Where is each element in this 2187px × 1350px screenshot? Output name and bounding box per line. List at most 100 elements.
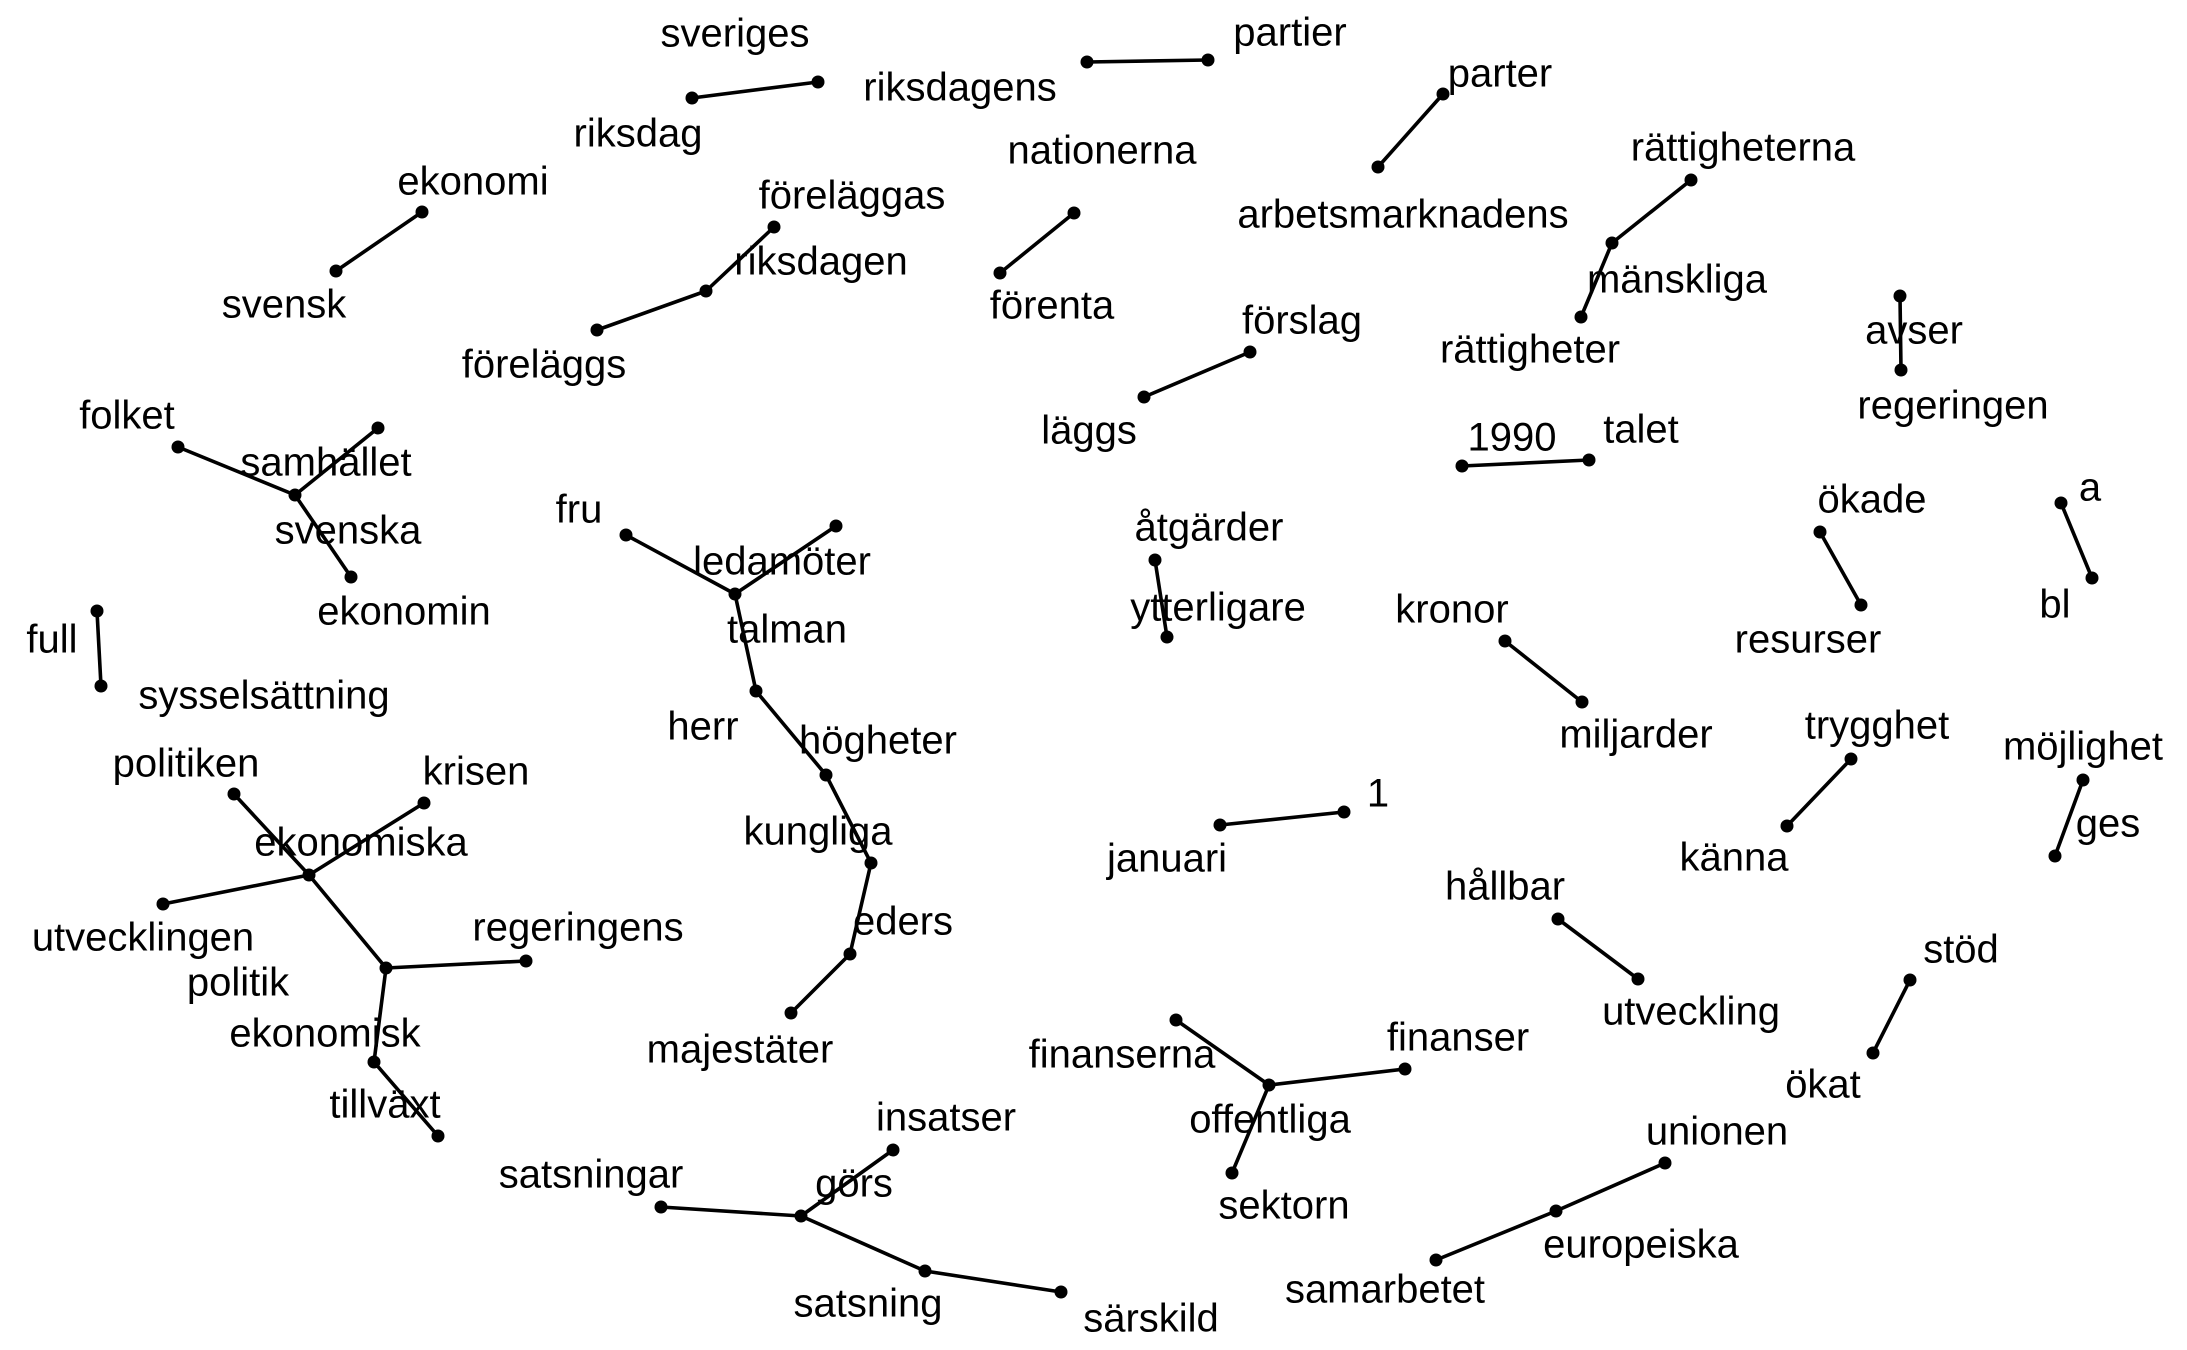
label-forenta: förenta <box>990 284 1115 328</box>
node-ytterligare <box>1160 630 1174 644</box>
edge-fru-talman <box>624 533 737 596</box>
node-eders <box>843 947 857 961</box>
label-kanna: känna <box>1680 836 1790 880</box>
edge-forelaggs-riksdagen <box>595 289 708 332</box>
node-krisen <box>417 796 431 810</box>
edge-herr-hogheter <box>754 689 828 777</box>
label-resurser: resurser <box>1735 618 1882 662</box>
label-manskliga: mänskliga <box>1587 258 1768 302</box>
edge-regeringens-politik <box>384 959 528 970</box>
edge-ytterligare-atgarder <box>1153 558 1169 639</box>
edge-svenska-ekonomin <box>293 493 353 579</box>
node-insatser <box>886 1143 900 1157</box>
label-regeringen: regeringen <box>1857 384 2048 428</box>
node-nationerna <box>1067 206 1081 220</box>
label-riksdag: riksdag <box>574 112 703 156</box>
label-laggs: läggs <box>1041 409 1137 453</box>
edge-ekonomiska-politik <box>307 873 388 970</box>
label-1990: 1990 <box>1468 416 1557 460</box>
label-offentliga: offentliga <box>1189 1098 1351 1142</box>
label-sveriges: sveriges <box>661 12 810 56</box>
node-kanna <box>1780 819 1794 833</box>
label-januari: januari <box>1106 837 1227 881</box>
label-okade: ökade <box>1818 478 1927 522</box>
edge-finanser-offentliga <box>1267 1067 1407 1087</box>
label-tillvaxt: tillväxt <box>329 1083 440 1127</box>
edge-full-sysselsattning <box>95 609 103 688</box>
node-miljarder <box>1575 695 1589 709</box>
node-rattigheterna <box>1684 173 1698 187</box>
label-politiken: politiken <box>113 742 260 786</box>
edge-januari-1 <box>1218 810 1346 827</box>
label-ekonomiska: ekonomiska <box>254 821 468 865</box>
node-sveriges <box>811 75 825 89</box>
node-kronor <box>1498 634 1512 648</box>
label-stod: stöd <box>1923 928 1999 972</box>
label-riksdagens: riksdagens <box>863 66 1056 110</box>
node-rattigheter <box>1574 310 1588 324</box>
node-riksdagens <box>1080 55 1094 69</box>
edge-1990-talet <box>1460 458 1591 468</box>
label-okat: ökat <box>1785 1063 1861 1107</box>
edge-krisen-ekonomiska <box>307 801 426 877</box>
label-krisen: krisen <box>423 750 530 794</box>
edge-ekonomisk-politik <box>372 966 388 1064</box>
node-forslag <box>1243 345 1257 359</box>
edge-ges-mojlighet <box>2053 778 2085 858</box>
label-1: 1 <box>1367 772 1389 816</box>
label-bl: bl <box>2039 583 2070 627</box>
label-kungliga: kungliga <box>743 810 893 854</box>
edge-forenta-nationerna <box>998 211 1076 275</box>
node-gors <box>794 1209 808 1223</box>
node-ekonomin <box>344 570 358 584</box>
edge-manskliga-rattigheterna <box>1610 178 1693 245</box>
node-sysselsattning <box>94 679 108 693</box>
node-okat <box>1866 1046 1880 1060</box>
edge-kronor-miljarder <box>1503 639 1584 704</box>
edge-kanna-trygghet <box>1785 757 1853 828</box>
edge-riksdagens-partier <box>1085 58 1210 64</box>
node-finanser <box>1398 1062 1412 1076</box>
label-sektorn: sektorn <box>1218 1184 1349 1228</box>
node-sarskild <box>1054 1285 1068 1299</box>
node-mojlighet <box>2076 773 2090 787</box>
node-layer <box>90 53 2099 1299</box>
node-talet <box>1582 453 1596 467</box>
label-rattigheterna: rättigheterna <box>1631 126 1856 170</box>
label-ytterligare: ytterligare <box>1130 586 1306 630</box>
edge-kungliga-hogheter <box>824 773 873 865</box>
node-ekonomisk <box>367 1055 381 1069</box>
label-unionen: unionen <box>1646 1110 1788 1154</box>
label-ekonomin: ekonomin <box>317 590 490 634</box>
node-majestater <box>784 1006 798 1020</box>
edge-ledamoter-talman <box>733 524 838 596</box>
label-fru: fru <box>556 488 603 532</box>
node-hogheter <box>819 768 833 782</box>
edge-manskliga-rattigheter <box>1579 241 1614 319</box>
node-riksdagen <box>699 284 713 298</box>
node-1 <box>1337 805 1351 819</box>
node-utveckling <box>1631 972 1645 986</box>
node-kungliga <box>864 856 878 870</box>
node-talman <box>728 587 742 601</box>
edge-a-bl <box>2059 501 2094 580</box>
label-forelaggas: föreläggas <box>759 174 946 218</box>
edge-arbetsmarknadens-parter <box>1376 92 1445 169</box>
label-rattigheter: rättigheter <box>1440 328 1620 372</box>
node-full <box>90 604 104 618</box>
label-majestater: majestäter <box>647 1028 834 1072</box>
node-trygghet <box>1844 752 1858 766</box>
label-folket: folket <box>79 394 175 438</box>
edge-samhallet-svenska <box>293 426 380 497</box>
node-okade <box>1813 525 1827 539</box>
label-svenska: svenska <box>275 509 422 553</box>
label-ges: ges <box>2076 802 2141 846</box>
node-europeiska <box>1549 1204 1563 1218</box>
node-bl <box>2085 571 2099 585</box>
node-satsning <box>918 1264 932 1278</box>
label-kronor: kronor <box>1395 588 1508 632</box>
label-avser: avser <box>1865 309 1963 353</box>
label-forslag: förslag <box>1242 299 1362 343</box>
edge-samarbetet-europeiska <box>1434 1209 1558 1262</box>
node-ekonomi <box>415 205 429 219</box>
